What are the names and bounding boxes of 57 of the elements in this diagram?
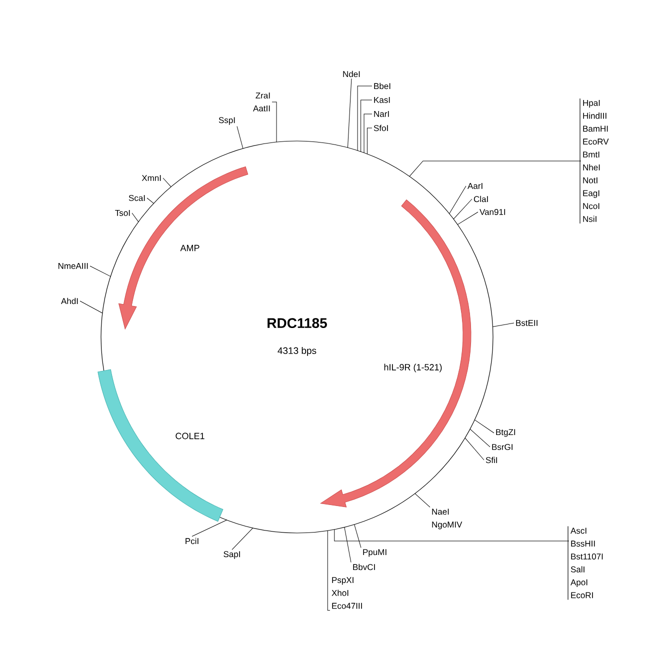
feature-label: COLE1 bbox=[176, 432, 204, 440]
site-label: ZraI AatII bbox=[253, 92, 270, 112]
site-list: HpaI HindIII BamHI EcoRV BmtI NheI NotI EagI NcoI NsiI bbox=[580, 98, 609, 224]
leader-line bbox=[80, 300, 103, 314]
site-label: TsoI bbox=[115, 210, 130, 216]
leader-line bbox=[453, 198, 472, 220]
leader-line bbox=[366, 128, 372, 154]
site-label: AhdI bbox=[61, 298, 78, 304]
leader-line bbox=[236, 126, 244, 149]
site-label: PciI bbox=[186, 538, 198, 544]
site-label: XmnI bbox=[142, 175, 161, 181]
site-label: BtgZI bbox=[496, 429, 516, 437]
site-label: ClaI bbox=[474, 196, 488, 202]
leader-line bbox=[409, 160, 582, 177]
leader-line bbox=[364, 114, 372, 154]
leader-line bbox=[347, 78, 352, 148]
leader-line bbox=[360, 100, 372, 152]
site-label: BbvCI bbox=[353, 564, 375, 570]
leader-line bbox=[232, 528, 254, 550]
site-label: ScaI bbox=[128, 195, 145, 201]
site-label: SspI bbox=[218, 117, 235, 125]
site-label: BstEII bbox=[516, 320, 538, 326]
leader-line bbox=[192, 520, 228, 537]
leader-line bbox=[354, 524, 362, 548]
site-label: BbeI bbox=[374, 82, 390, 90]
site-label: NarI bbox=[374, 111, 389, 117]
site-label: NdeI bbox=[343, 70, 360, 78]
site-label: PpuMI bbox=[363, 549, 386, 557]
leader-line bbox=[146, 198, 154, 204]
site-label: NaeI NgoMIV bbox=[432, 508, 462, 530]
leader-line bbox=[449, 186, 466, 214]
leader-line bbox=[414, 493, 430, 508]
leader-line bbox=[327, 530, 330, 611]
site-label: KasI bbox=[374, 97, 390, 103]
leader-line bbox=[334, 529, 570, 542]
leader-line bbox=[344, 526, 352, 563]
leader-line bbox=[132, 212, 139, 222]
leader-line bbox=[162, 178, 172, 188]
site-label: NmeAIII bbox=[58, 263, 88, 269]
leader-line bbox=[357, 86, 372, 151]
leader-line bbox=[470, 428, 490, 448]
leader-line bbox=[464, 438, 484, 460]
site-label: SfoI bbox=[374, 124, 388, 132]
site-label: AarI bbox=[468, 183, 482, 189]
leader-line bbox=[474, 420, 494, 434]
site-label: SfiI bbox=[486, 456, 497, 464]
leader-line bbox=[457, 212, 478, 225]
site-label: BsrGI bbox=[492, 444, 512, 450]
feature-label: AMP bbox=[180, 244, 200, 252]
leader-line bbox=[272, 102, 277, 142]
feature-label: hIL-9R (1-521) bbox=[384, 364, 442, 372]
site-label: SapI bbox=[224, 551, 240, 559]
leader-line bbox=[90, 266, 111, 277]
site-list: AscI BssHII Bst1107I SalI ApoI EcoRI bbox=[568, 526, 603, 600]
site-label: PspXI XhoI Eco47III bbox=[332, 577, 362, 609]
site-label: Van91I bbox=[480, 209, 506, 215]
leader-line bbox=[492, 322, 514, 327]
